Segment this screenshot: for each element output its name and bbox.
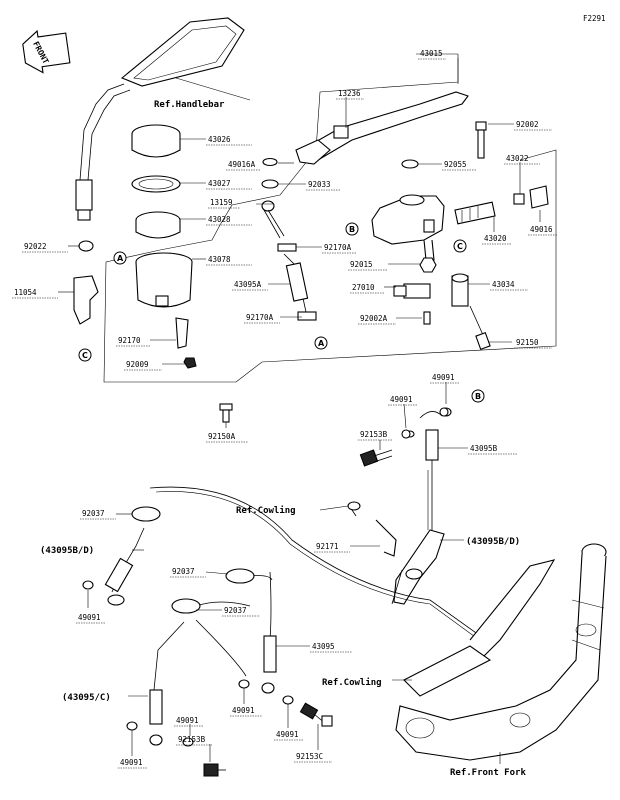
label-92153B-upper: 92153B	[360, 430, 388, 439]
brake-switch-drawing	[454, 185, 549, 225]
ref-handlebar: Ref.Handlebar	[154, 100, 225, 110]
label-92150A: 92150A	[208, 432, 236, 441]
label-92037-a: 92037	[82, 509, 105, 518]
label-92015: 92015	[350, 260, 373, 269]
bolt-92153B-lower-drawing	[203, 763, 226, 777]
clip-92033	[261, 179, 279, 189]
label-92170A-upper: 92170A	[324, 243, 352, 252]
brake-lever-drawing	[295, 91, 469, 165]
svg-text:A: A	[318, 339, 325, 348]
label-92171: 92171	[316, 542, 339, 551]
label-13236: 13236	[338, 89, 361, 98]
label-43078: 43078	[208, 255, 231, 264]
callout-b-lower: B	[471, 389, 485, 403]
label-43028: 43028	[208, 215, 231, 224]
label-49091-e: 49091	[176, 716, 199, 725]
label-92037-c: 92037	[224, 606, 247, 615]
switch-27010	[403, 283, 431, 299]
label-92022: 92022	[24, 242, 47, 251]
label-11054: 11054	[14, 288, 37, 297]
label-27010: 27010	[352, 283, 375, 292]
label-49091-b: 49091	[432, 373, 455, 382]
label-43027: 43027	[208, 179, 231, 188]
label-43020: 43020	[484, 234, 507, 243]
label-43015: 43015	[420, 49, 443, 58]
label-49091-c: 49091	[78, 613, 101, 622]
handlebar-mirror-drawing	[75, 17, 251, 221]
callout-a-lower: A	[314, 336, 328, 350]
ref-cowling-bottom: Ref.Cowling	[322, 677, 382, 688]
label-92033: 92033	[308, 180, 331, 189]
washer-49016A	[262, 157, 278, 167]
label-49091-a: 49091	[390, 395, 413, 404]
callout-c-lower: C	[78, 348, 92, 362]
label-92055: 92055	[444, 160, 467, 169]
label-43095BD-left: (43095B/D)	[40, 546, 94, 556]
ring-92055	[401, 159, 419, 169]
cowling-bolt-drawing	[347, 501, 397, 557]
figure-code: F2291	[583, 14, 606, 23]
label-49016: 49016	[530, 225, 553, 234]
callout-a-upper: A	[113, 251, 127, 265]
label-43095C: (43095/C)	[62, 693, 111, 703]
label-49091-f: 49091	[120, 758, 143, 767]
holder-43034-drawing	[451, 273, 491, 350]
nut-92015	[419, 257, 437, 273]
bolt-92002-drawing	[475, 121, 487, 159]
hose-43095A	[285, 262, 309, 302]
bracket-11054	[73, 275, 99, 325]
label-92150: 92150	[516, 338, 539, 347]
label-92170A-lower: 92170A	[246, 313, 274, 322]
bolt-92153B-upper-drawing	[359, 449, 393, 467]
label-92153C: 92153C	[296, 752, 323, 761]
bolt-92153C-drawing	[299, 702, 333, 727]
label-92009: 92009	[126, 360, 149, 369]
label-92037-b: 92037	[172, 567, 195, 576]
bolt-92150A-drawing	[219, 403, 233, 423]
front-arrow-icon: FRONT	[22, 29, 71, 74]
svg-text:C: C	[457, 242, 463, 251]
label-43095A: 43095A	[234, 280, 262, 289]
front-fork-drawing	[395, 543, 607, 761]
label-92170: 92170	[118, 336, 141, 345]
label-13159: 13159	[210, 198, 233, 207]
master-cylinder-drawing	[371, 194, 445, 261]
label-underlines	[12, 58, 558, 769]
label-49016A: 49016A	[228, 160, 256, 169]
hose-43095B-drawing	[405, 407, 452, 530]
hose-joint-drawing	[391, 529, 445, 605]
svg-text:B: B	[475, 392, 481, 401]
clamp-92170A-upper	[277, 243, 297, 252]
ref-front-fork: Ref.Front Fork	[450, 768, 526, 778]
reservoir-stack-drawing	[131, 124, 193, 308]
label-43095B: 43095B	[470, 444, 498, 453]
svg-text:C: C	[82, 351, 88, 360]
svg-text:B: B	[349, 225, 355, 234]
label-43095: 43095	[312, 642, 335, 651]
label-92002: 92002	[516, 120, 539, 129]
label-43095BD-right: (43095B/D)	[466, 537, 520, 547]
pushrod-13159-drawing	[261, 200, 285, 239]
label-43026: 43026	[208, 135, 231, 144]
washer-92022	[78, 240, 94, 252]
label-49091-g: 49091	[276, 730, 299, 739]
label-92002A: 92002A	[360, 314, 388, 323]
label-43034: 43034	[492, 280, 515, 289]
svg-text:A: A	[117, 254, 124, 263]
label-49091-d: 49091	[232, 706, 255, 715]
callout-c-upper: C	[453, 239, 467, 253]
label-92153B-lower: 92153B	[178, 735, 206, 744]
ref-cowling-top: Ref.Cowling	[236, 505, 296, 516]
label-43022: 43022	[506, 154, 529, 163]
clamp-92170A-lower	[297, 311, 317, 321]
bolt-92170-drawing	[175, 317, 197, 369]
callout-b-upper: B	[345, 222, 359, 236]
